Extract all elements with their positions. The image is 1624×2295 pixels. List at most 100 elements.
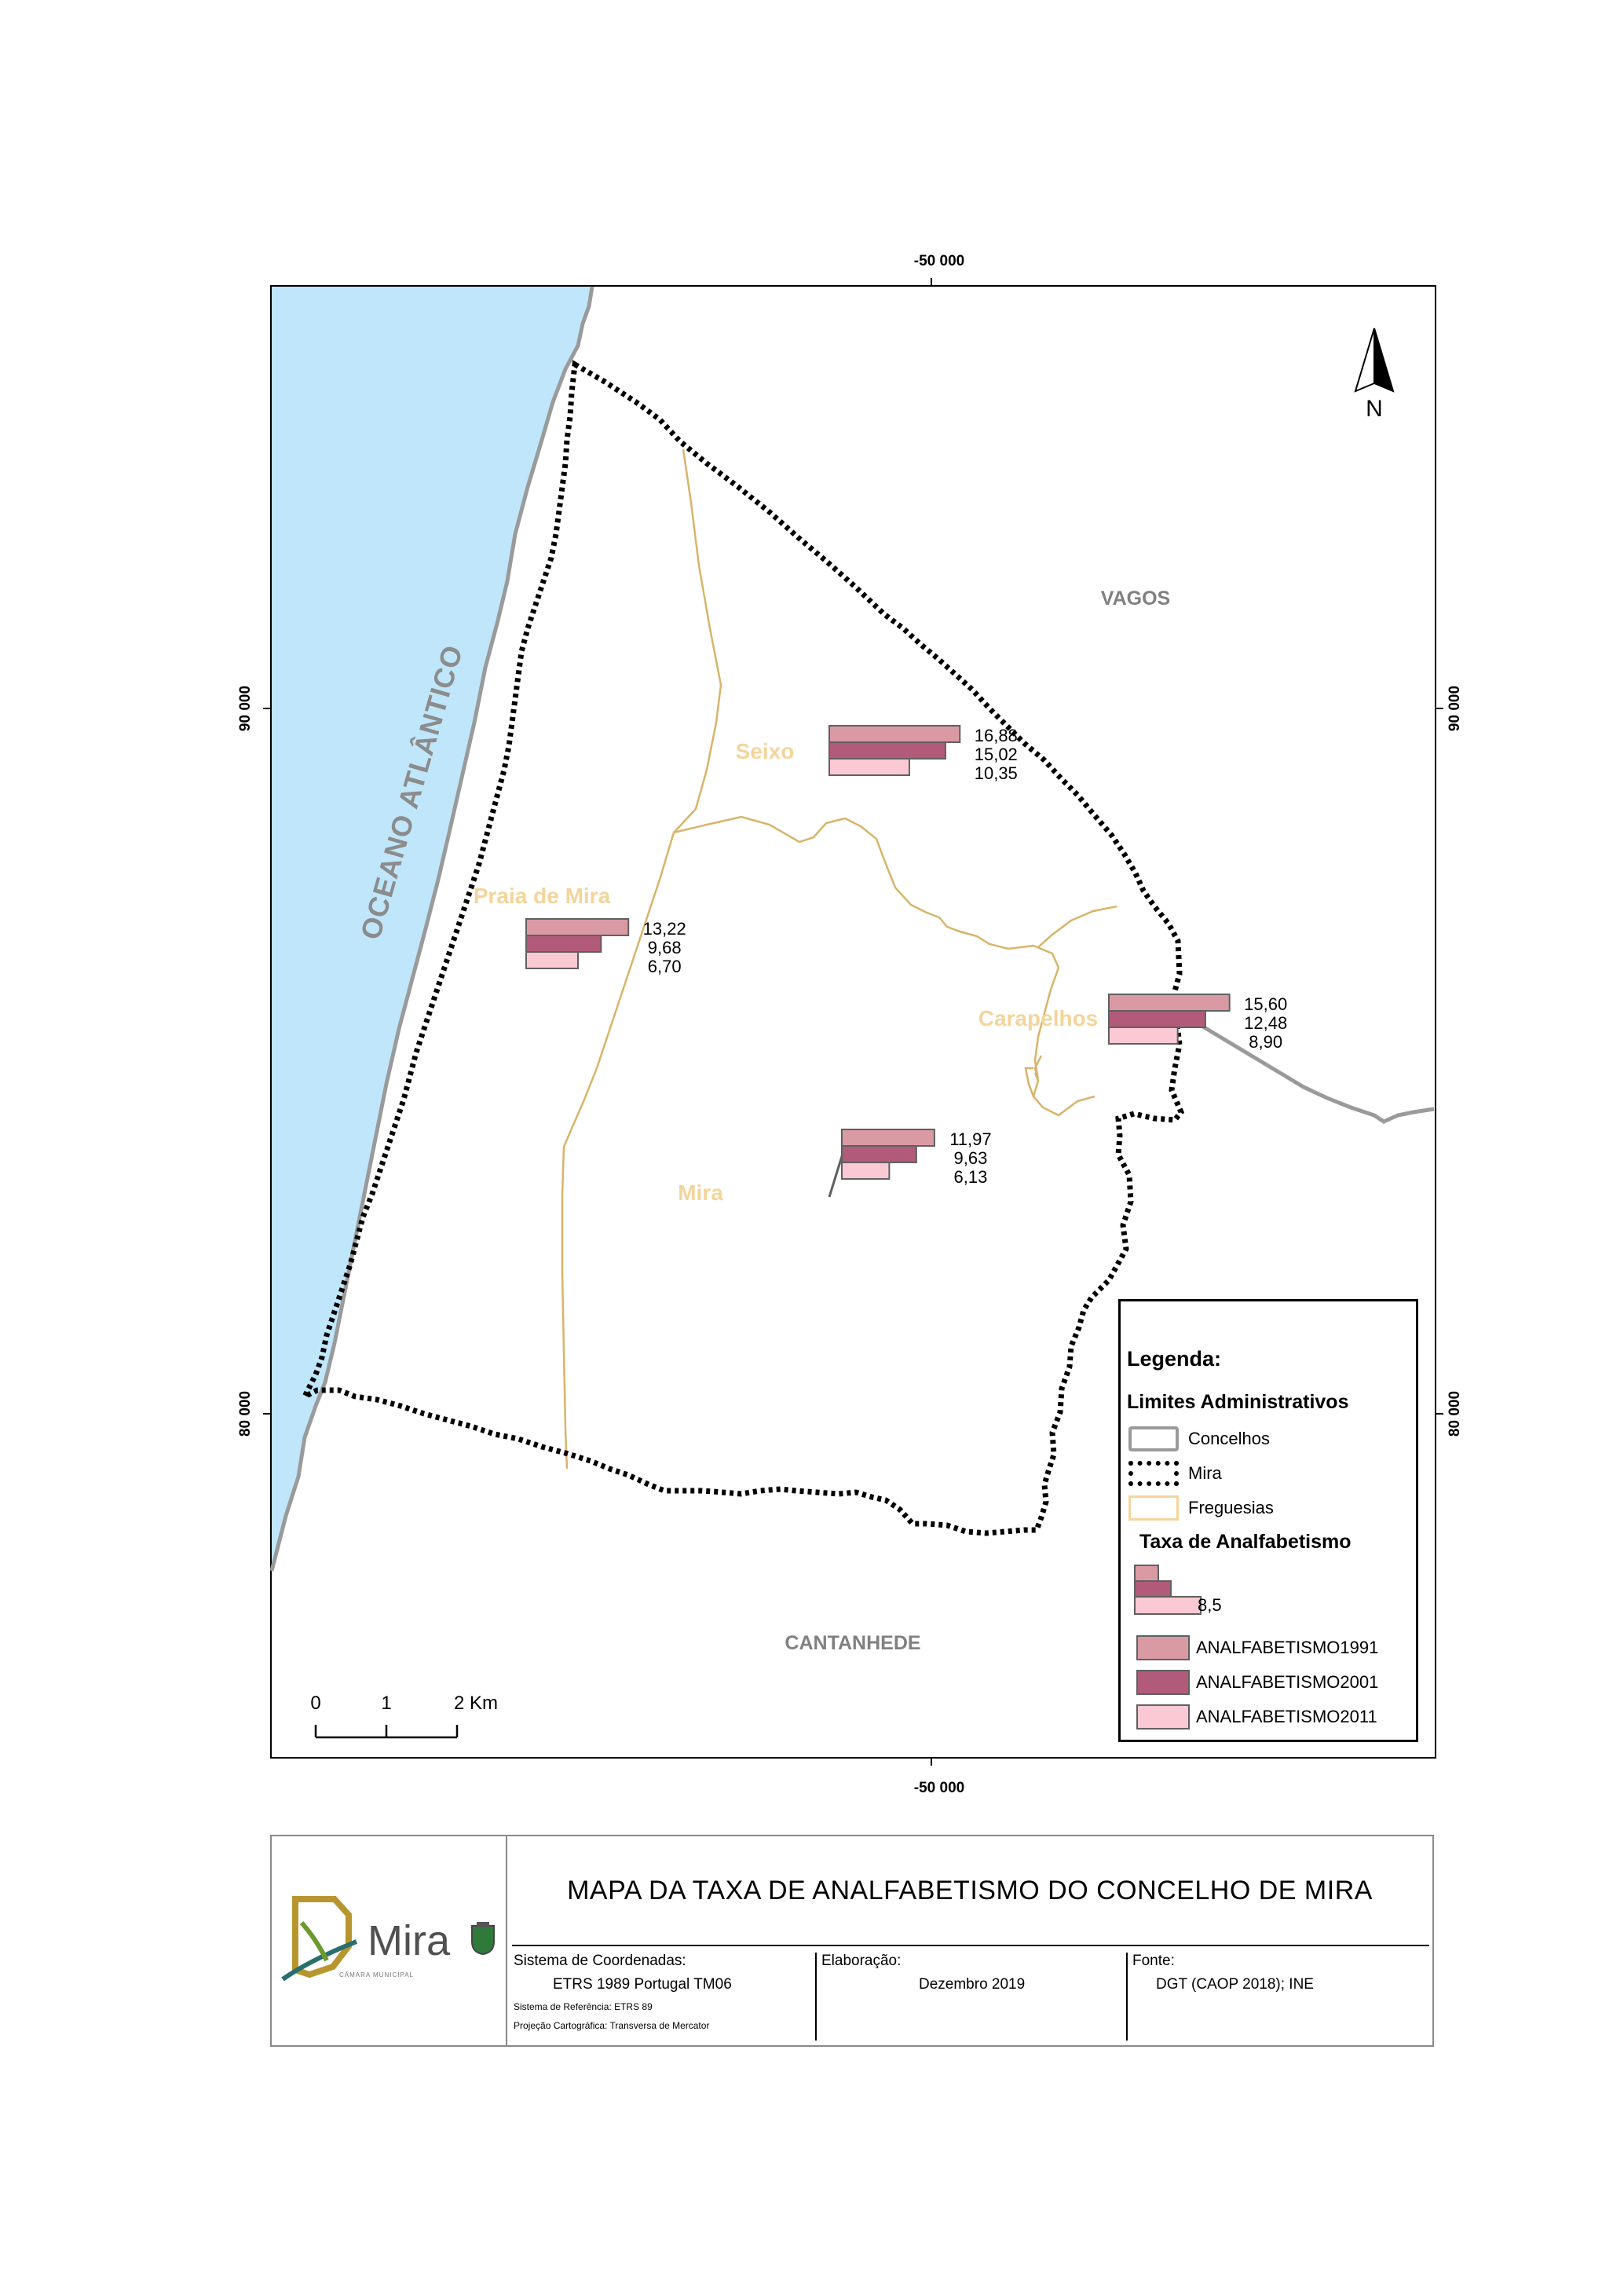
bar-mira-2011 bbox=[841, 1162, 891, 1180]
legend: Legenda: Limites Administrativos Concelh… bbox=[1118, 1299, 1418, 1742]
elaboration-value: Dezembro 2019 bbox=[919, 1976, 1026, 1993]
source-cell: Fonte: DGT (CAOP 2018); INE bbox=[1132, 1953, 1431, 2041]
legend-symbol-bar-1991 bbox=[1134, 1565, 1159, 1582]
legend-label-freguesias: Freguesias bbox=[1188, 1498, 1274, 1517]
elaboration-header: Elaboração: bbox=[821, 1953, 902, 1969]
legend-bar-symbol bbox=[1134, 1565, 1202, 1615]
legend-label-concelhos: Concelhos bbox=[1188, 1429, 1270, 1448]
scale-label-0: 0 bbox=[310, 1693, 320, 1714]
map-title: MAPA DA TAXA DE ANALFABETISMO DO CONCELH… bbox=[567, 1875, 1373, 1905]
coord-label-right-lower: 80 000 bbox=[1447, 1391, 1463, 1437]
logo-subtext: CÂMARA MUNICIPAL bbox=[339, 1971, 414, 1978]
value-label-seixo-2011: 10,35 bbox=[975, 763, 1018, 783]
value-label-seixo-2001: 15,02 bbox=[975, 745, 1018, 764]
legend-admin-title: Limites Administrativos bbox=[1127, 1391, 1349, 1413]
legend-item-freguesias: Freguesias bbox=[1128, 1495, 1274, 1521]
reference-system: Sistema de Referência: ETRS 89 bbox=[514, 2001, 653, 2012]
source-header: Fonte: bbox=[1132, 1953, 1175, 1969]
coord-system-value: ETRS 1989 Portugal TM06 bbox=[553, 1976, 732, 1993]
logo-cell: Mira CÂMARA MUNICIPAL bbox=[272, 1836, 507, 2045]
coord-label-right-upper: 90 000 bbox=[1447, 686, 1463, 731]
legend-item-2011: ANALFABETISMO2011 bbox=[1136, 1704, 1377, 1730]
legend-label-2011: ANALFABETISMO2011 bbox=[1196, 1707, 1377, 1726]
value-label-mira-2001: 9,63 bbox=[953, 1148, 987, 1168]
projection: Projeção Cartográfica: Transversa de Mer… bbox=[514, 2020, 710, 2031]
bar-praia-de-mira-2001 bbox=[525, 935, 602, 953]
title-block: Mira CÂMARA MUNICIPAL MAPA DA TAXA DE AN… bbox=[270, 1835, 1434, 2047]
north-arrow: N bbox=[1354, 328, 1395, 422]
coord-label-bottom: -50 000 bbox=[914, 1780, 964, 1796]
freguesia-label-praia-de-mira: Praia de Mira bbox=[474, 884, 611, 908]
bar-seixo-1991 bbox=[828, 725, 961, 743]
mira-swatch bbox=[1128, 1461, 1179, 1486]
freguesia-label-mira: Mira bbox=[678, 1180, 723, 1205]
bar-mira-2001 bbox=[841, 1145, 917, 1163]
coat-of-arms-icon bbox=[471, 1922, 495, 1956]
scale-bar: 0 1 2 Km bbox=[310, 1693, 498, 1739]
bar-seixo-2001 bbox=[828, 741, 946, 760]
logo-text: Mira bbox=[368, 1917, 450, 1964]
scale-label-1: 1 bbox=[381, 1693, 391, 1714]
logo-emblem-leaf bbox=[299, 1920, 329, 1962]
legend-item-1991: ANALFABETISMO1991 bbox=[1136, 1634, 1378, 1661]
coord-label-left-lower: 80 000 bbox=[237, 1391, 254, 1437]
coord-label-top: -50 000 bbox=[914, 253, 964, 269]
elaboration-cell: Elaboração: Dezembro 2019 bbox=[821, 1953, 1120, 2041]
bar-mira-1991 bbox=[841, 1129, 935, 1147]
bar-praia-de-mira-2011 bbox=[525, 951, 579, 969]
coordinate-grid: -50 000 -50 000 90 000 80 000 90 000 80 … bbox=[237, 253, 1463, 1796]
swatch-1991 bbox=[1136, 1635, 1190, 1660]
coat-of-arms-crown bbox=[477, 1922, 489, 1927]
coord-system-cell: Sistema de Coordenadas: ETRS 1989 Portug… bbox=[514, 1953, 820, 2041]
freguesia-label-seixo: Seixo bbox=[736, 739, 795, 763]
concelho-boundary bbox=[1184, 1014, 1435, 1124]
legend-item-2001: ANALFABETISMO2001 bbox=[1136, 1669, 1378, 1696]
freguesias-swatch bbox=[1128, 1495, 1179, 1521]
logo-emblem-wave bbox=[281, 1939, 358, 1982]
legend-item-concelhos: Concelhos bbox=[1128, 1426, 1270, 1452]
value-label-praia-de-mira-2011: 6,70 bbox=[648, 957, 682, 976]
bar-carapelhos-2011 bbox=[1108, 1027, 1179, 1045]
municipality-logo-icon bbox=[281, 1896, 358, 1982]
logo-emblem-outline bbox=[292, 1896, 352, 1978]
neighbour-label-vagos: VAGOS bbox=[1101, 587, 1170, 609]
legend-item-mira: Mira bbox=[1128, 1460, 1222, 1487]
source-value: DGT (CAOP 2018); INE bbox=[1156, 1976, 1314, 1993]
neighbour-label-cantanhede: CANTANHEDE bbox=[785, 1632, 920, 1654]
legend-symbol-bar-2001 bbox=[1134, 1580, 1172, 1598]
coord-label-left-upper: 90 000 bbox=[237, 686, 254, 731]
legend-symbol-value: 8,5 bbox=[1198, 1595, 1222, 1615]
bar-carapelhos-2001 bbox=[1108, 1010, 1206, 1028]
value-label-praia-de-mira-1991: 13,22 bbox=[643, 919, 686, 939]
bar-praia-de-mira-1991 bbox=[525, 918, 630, 936]
coastline bbox=[269, 286, 594, 1572]
coat-of-arms-shield bbox=[471, 1925, 495, 1956]
legend-label-1991: ANALFABETISMO1991 bbox=[1196, 1638, 1379, 1657]
legend-label-mira: Mira bbox=[1188, 1463, 1222, 1483]
value-label-carapelhos-2001: 12,48 bbox=[1244, 1013, 1287, 1033]
legend-label-2001: ANALFABETISMO2001 bbox=[1196, 1672, 1379, 1692]
value-label-praia-de-mira-2001: 9,68 bbox=[648, 938, 682, 957]
divider-2 bbox=[1126, 1953, 1128, 2041]
legend-symbol-bar-2011 bbox=[1134, 1596, 1202, 1615]
mira-municipality-boundary bbox=[298, 360, 1185, 1536]
bar-carapelhos-1991 bbox=[1108, 994, 1231, 1012]
value-label-mira-1991: 11,97 bbox=[949, 1129, 991, 1149]
freguesia-boundaries bbox=[561, 448, 1117, 1470]
concelhos-swatch bbox=[1128, 1426, 1179, 1451]
scale-label-2: 2 Km bbox=[454, 1693, 498, 1714]
value-label-mira-2011: 6,13 bbox=[953, 1167, 987, 1187]
freguesia-label-carapelhos: Carapelhos bbox=[978, 1006, 1099, 1030]
coord-system-header: Sistema de Coordenadas: bbox=[514, 1953, 686, 1969]
value-label-carapelhos-1991: 15,60 bbox=[1244, 994, 1287, 1014]
value-label-seixo-1991: 16,88 bbox=[975, 726, 1018, 745]
swatch-2011 bbox=[1136, 1704, 1190, 1729]
divider-1 bbox=[815, 1953, 817, 2041]
north-arrow-label: N bbox=[1366, 396, 1383, 422]
legend-rate-title: Taxa de Analfabetismo bbox=[1139, 1531, 1352, 1553]
title-separator bbox=[512, 1945, 1429, 1946]
value-label-carapelhos-2011: 8,90 bbox=[1249, 1032, 1282, 1052]
swatch-2001 bbox=[1136, 1670, 1190, 1695]
